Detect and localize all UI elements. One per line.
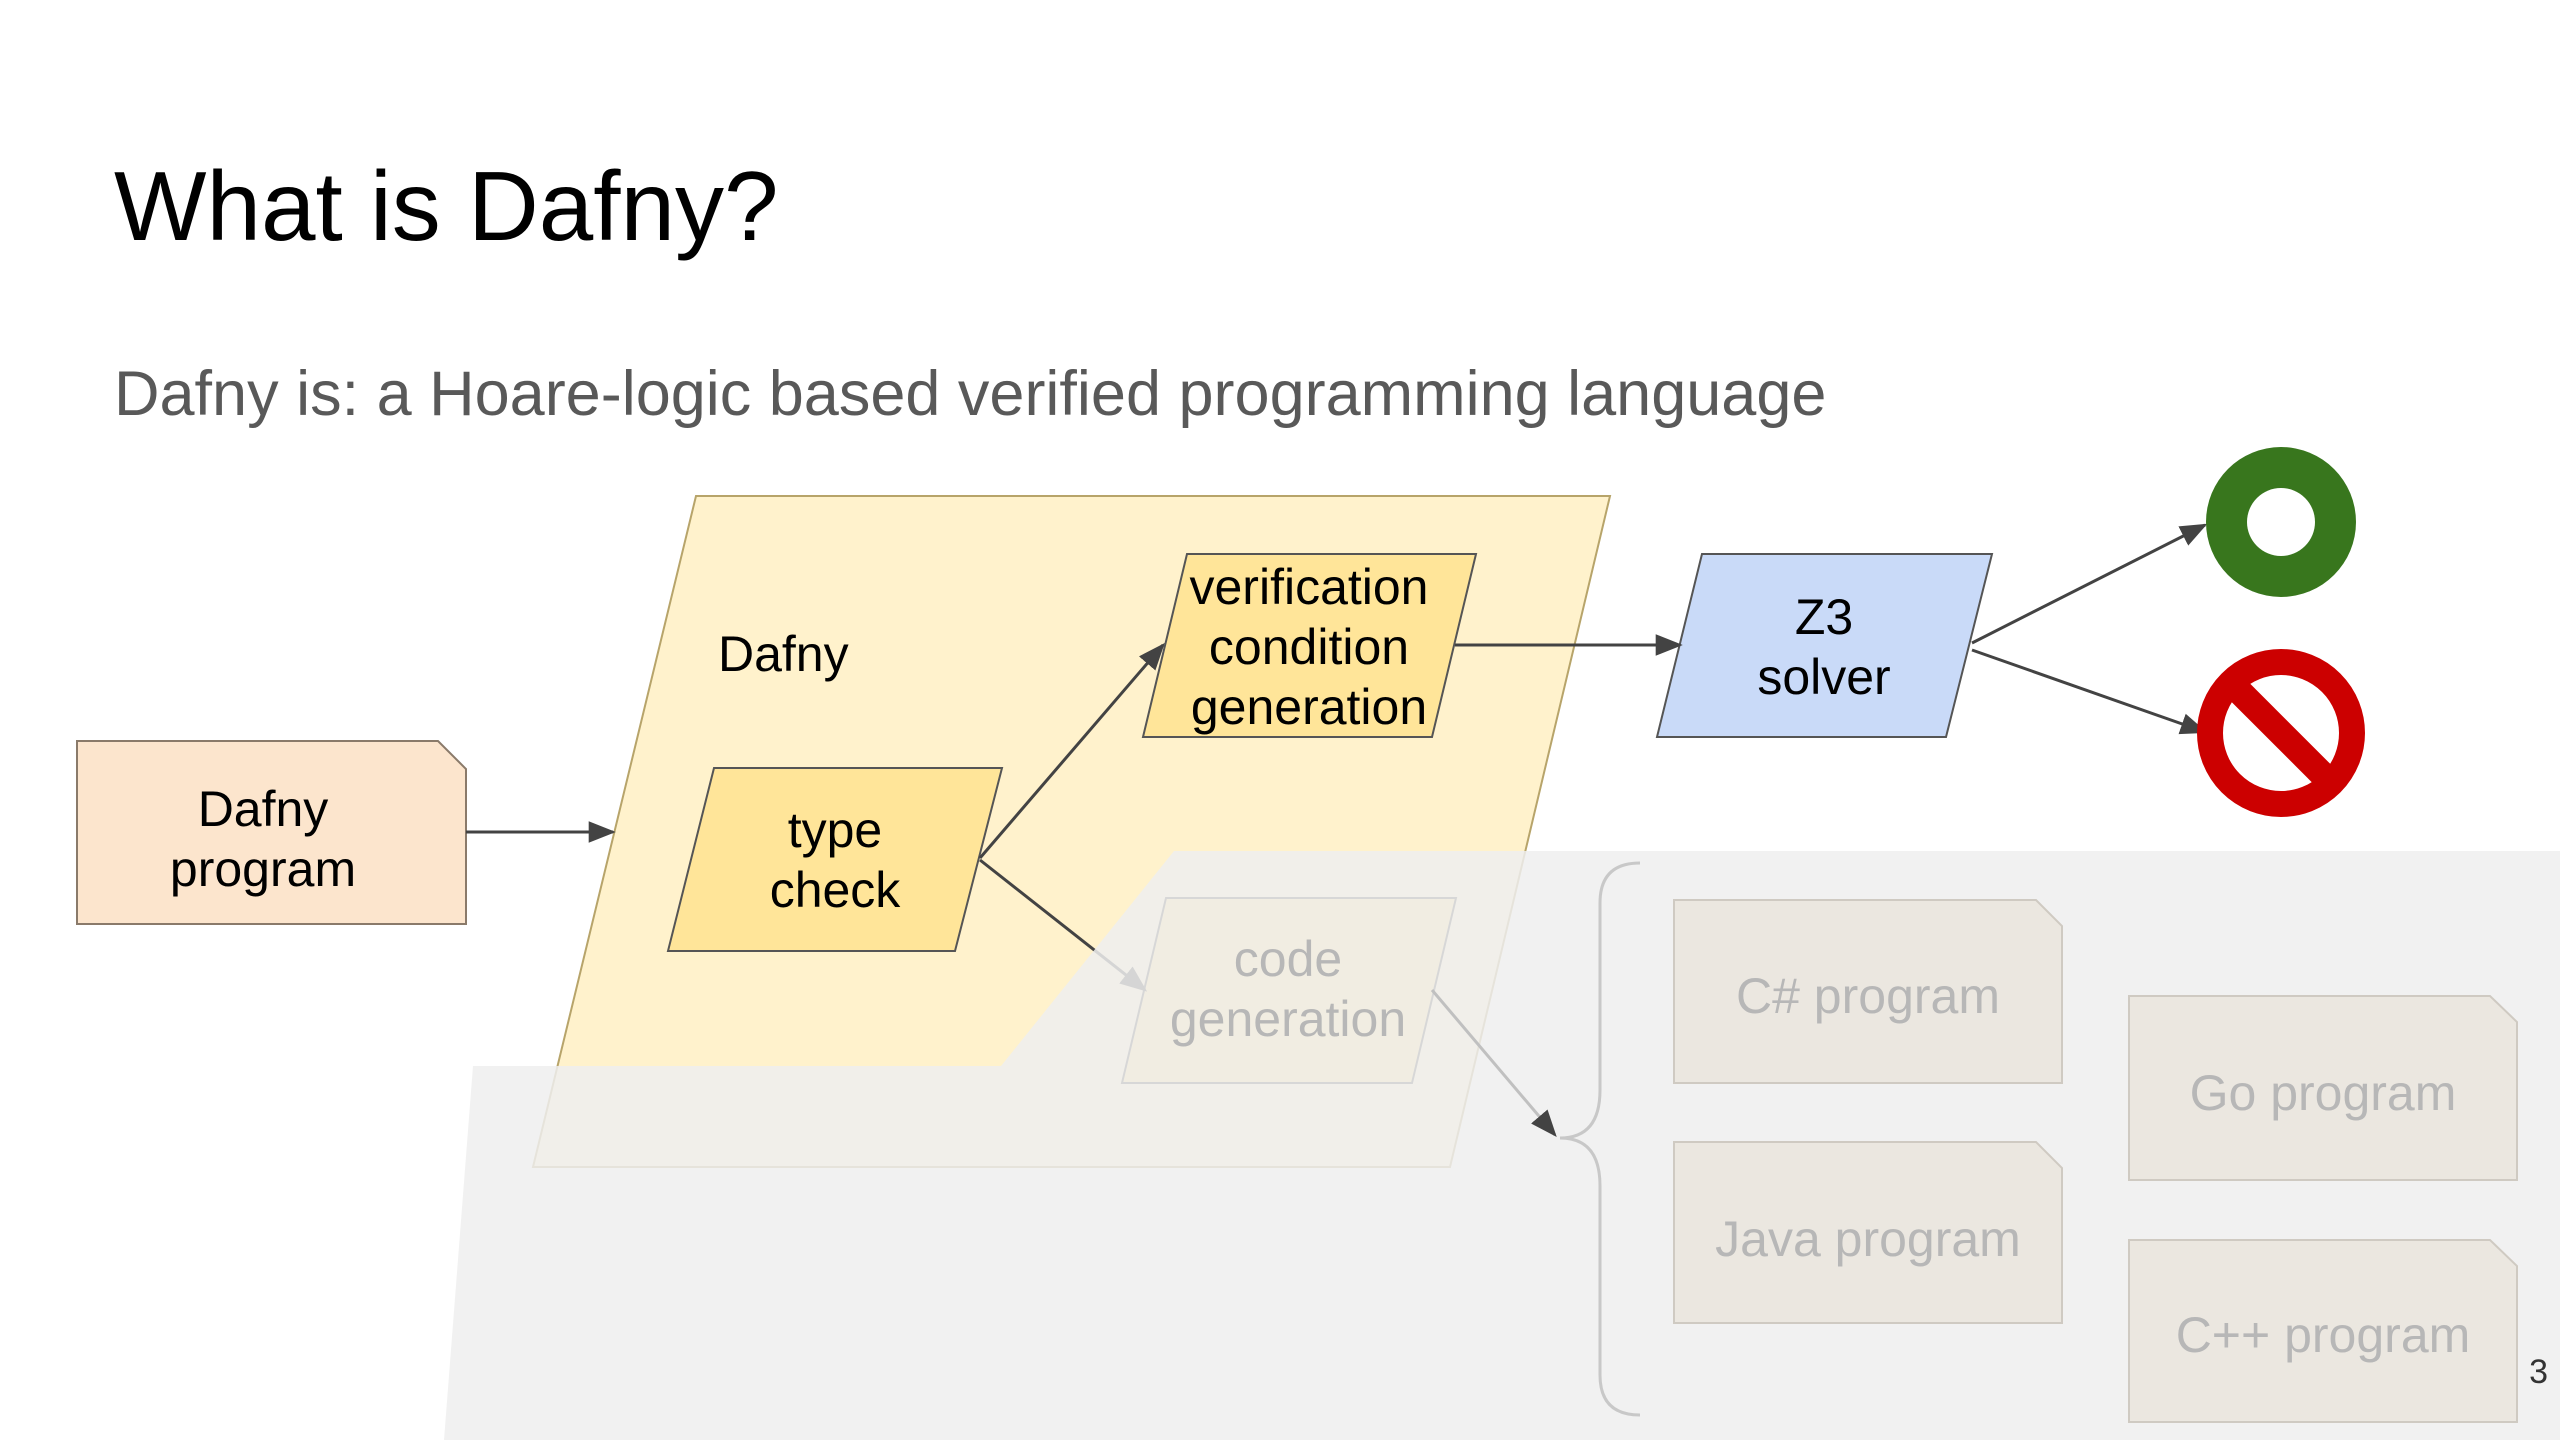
cpp-program-label: C++ program	[2176, 1307, 2471, 1363]
cpp-program-box: C++ program	[2128, 1239, 2518, 1423]
code-generation-label-line1: code	[1234, 931, 1342, 987]
type-check-label-line2: check	[770, 862, 902, 918]
arrow-solver-to-failure	[1971, 648, 2208, 735]
vc-generation-label-line3: generation	[1191, 679, 1427, 735]
dafny-program-box	[76, 740, 467, 925]
type-check-box	[666, 767, 1004, 952]
outputs-brace	[1559, 861, 1641, 1417]
csharp-program-box: C# program	[1673, 899, 2063, 1084]
type-check-label-line1: type	[788, 802, 883, 858]
z3-solver-label-line2: solver	[1757, 649, 1890, 705]
csharp-program-label: C# program	[1736, 968, 2000, 1024]
z3-solver-label-line1: Z3	[1795, 589, 1853, 645]
success-ring-icon	[2206, 447, 2356, 597]
dafny-program-label-line2: program	[170, 841, 356, 897]
code-generation-label-line2: generation	[1170, 991, 1406, 1047]
vc-generation-label-line2: condition	[1209, 619, 1409, 675]
java-program-box: Java program	[1673, 1141, 2063, 1324]
page-number: 3	[2529, 1353, 2548, 1391]
slide-title: What is Dafny?	[114, 151, 779, 261]
arrow-solver-to-success	[1971, 523, 2208, 645]
slide-subtitle: Dafny is: a Hoare-logic based verified p…	[114, 359, 1827, 429]
vc-generation-box	[1141, 553, 1478, 738]
z3-solver-box	[1655, 553, 1994, 738]
go-program-box: Go program	[2128, 995, 2518, 1181]
dafny-program-label-line1: Dafny	[198, 781, 329, 837]
vc-generation-label-line1: verification	[1190, 559, 1429, 615]
arrow-codegen-to-outputs	[1430, 989, 1557, 1138]
go-program-label: Go program	[2190, 1065, 2457, 1121]
dafny-container-label: Dafny	[718, 626, 849, 682]
arrow-typecheck-to-vcgen	[978, 642, 1165, 859]
prohibited-icon	[2197, 649, 2365, 817]
java-program-label: Java program	[1715, 1211, 2021, 1267]
